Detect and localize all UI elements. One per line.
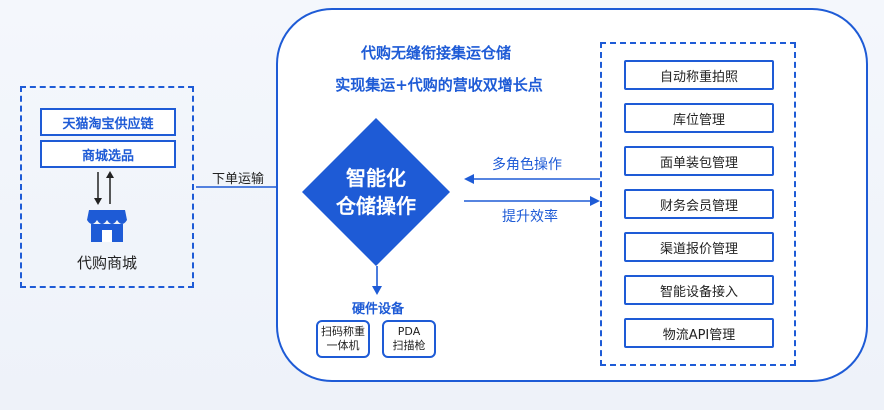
hardware-scale-device: 扫码称重 一体机 xyxy=(316,320,370,358)
roles-arrow-label: 多角色操作 xyxy=(492,157,562,173)
feature-label: 渠道报价管理 xyxy=(659,241,738,257)
center-diamond: 智能化 仓储操作 xyxy=(296,112,456,272)
diamond-shape xyxy=(302,118,450,266)
store-label: 代购商城 xyxy=(76,254,137,272)
main-title: 代购无缝衔接集运仓储 xyxy=(360,44,511,62)
hardware-scale-line1: 扫码称重 xyxy=(321,325,365,338)
feature-item: 自动称重拍照 xyxy=(624,60,774,90)
feature-label: 智能设备接入 xyxy=(659,284,738,300)
hardware-scale-line2: 一体机 xyxy=(326,339,360,352)
supply-chain-box: 天猫淘宝供应链 xyxy=(40,108,176,136)
hardware-pda-device: PDA 扫描枪 xyxy=(382,320,436,358)
bidirectional-arrow-icon xyxy=(94,171,114,205)
hardware-pda-line1: PDA xyxy=(397,325,421,338)
feature-item: 库位管理 xyxy=(624,103,774,133)
center-line-1: 智能化 xyxy=(346,166,406,190)
main-subtitle: 实现集运+代购的营收双增长点 xyxy=(335,76,543,94)
feature-label: 库位管理 xyxy=(672,112,725,128)
feature-label: 面单装包管理 xyxy=(659,155,738,171)
roles-arrow-icon xyxy=(464,174,600,184)
hardware-title: 硬件设备 xyxy=(351,302,404,317)
product-selection-label: 商城选品 xyxy=(81,148,134,164)
feature-item: 智能设备接入 xyxy=(624,275,774,305)
supply-chain-label: 天猫淘宝供应链 xyxy=(62,116,154,132)
product-selection-box: 商城选品 xyxy=(40,140,176,168)
hardware-pda-line2: 扫描枪 xyxy=(392,339,426,352)
center-line-2: 仓储操作 xyxy=(336,194,416,218)
efficiency-arrow-label: 提升效率 xyxy=(502,209,558,225)
feature-label: 财务会员管理 xyxy=(659,198,738,214)
feature-label: 自动称重拍照 xyxy=(659,69,738,85)
order-arrow-label: 下单运输 xyxy=(212,172,265,187)
feature-item: 渠道报价管理 xyxy=(624,232,774,262)
store-panel: 天猫淘宝供应链 商城选品 代购商城 xyxy=(20,86,194,288)
efficiency-arrow-icon xyxy=(464,196,600,206)
hardware-arrow-icon xyxy=(372,266,382,295)
feature-item: 物流API管理 xyxy=(624,318,774,348)
feature-label: 物流API管理 xyxy=(662,327,736,343)
feature-item: 面单装包管理 xyxy=(624,146,774,176)
store-icon xyxy=(87,210,127,242)
features-panel: 自动称重拍照 库位管理 面单装包管理 财务会员管理 渠道报价管理 智能设备接入 … xyxy=(600,42,796,366)
feature-item: 财务会员管理 xyxy=(624,189,774,219)
